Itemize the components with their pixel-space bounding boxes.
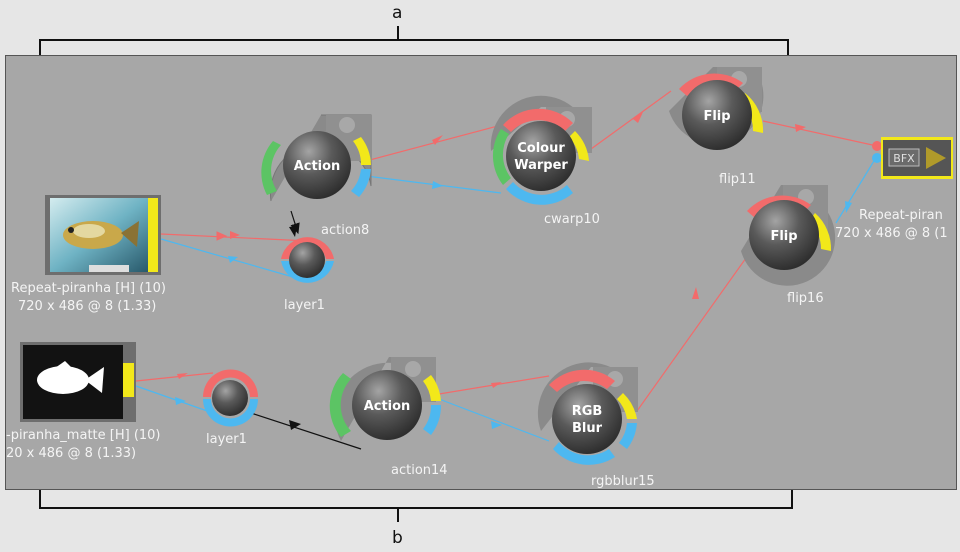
play-icon[interactable] bbox=[926, 147, 946, 169]
link-out-flip16-blue bbox=[835, 155, 878, 224]
output-name: Repeat-piran bbox=[859, 208, 943, 223]
node-cwarp10-title2: Warper bbox=[514, 158, 568, 173]
node-action14-label: action14 bbox=[391, 463, 448, 478]
link-clip2-layer1b-red bbox=[135, 372, 214, 382]
piranha-image bbox=[63, 221, 139, 272]
link-clip1-layer1-red bbox=[160, 233, 310, 242]
link-action8-cwarp-red bbox=[365, 122, 510, 162]
output-badge: BFX bbox=[893, 152, 915, 165]
callout-b: b bbox=[392, 528, 403, 548]
link-action14-rgbblur-blue bbox=[438, 398, 550, 442]
node-action8-title: Action bbox=[294, 159, 341, 174]
node-action14[interactable]: Action bbox=[329, 357, 442, 441]
bracket-b bbox=[39, 478, 793, 522]
output-node[interactable]: BFX bbox=[872, 137, 953, 179]
node-action8[interactable]: Action bbox=[261, 114, 372, 202]
link-layer1b-action14 bbox=[250, 412, 362, 450]
clip1-name: Repeat-piranha [H] (10) bbox=[11, 281, 166, 296]
links bbox=[135, 90, 878, 450]
node-layer1-top-label: layer1 bbox=[284, 298, 325, 313]
node-rgbblur15-label: rgbblur15 bbox=[591, 474, 655, 489]
node-action8-label: action8 bbox=[321, 223, 369, 238]
node-action14-title: Action bbox=[364, 399, 411, 414]
clip-node-piranha[interactable] bbox=[45, 195, 161, 275]
link-rgbblur-flip16-red bbox=[636, 250, 752, 412]
node-layer1-bottom-label: layer1 bbox=[206, 432, 247, 447]
link-layer1-action8 bbox=[290, 210, 300, 235]
callout-a: a bbox=[392, 3, 403, 23]
matte-image bbox=[37, 361, 104, 394]
node-flip11[interactable]: Flip bbox=[669, 67, 764, 150]
node-layer1-top[interactable] bbox=[281, 237, 334, 283]
node-flip16-label: flip16 bbox=[787, 291, 824, 306]
node-layer1-bottom[interactable] bbox=[203, 369, 258, 427]
link-flip11-out-red bbox=[762, 120, 878, 147]
node-flip11-title: Flip bbox=[703, 109, 730, 124]
node-rgbblur15-title2: Blur bbox=[572, 421, 603, 436]
clip2-resolution: 20 x 486 @ 8 (1.33) bbox=[6, 446, 136, 461]
node-rgbblur15[interactable]: RGB Blur bbox=[537, 362, 638, 465]
node-rgbblur15-title1: RGB bbox=[572, 404, 603, 419]
node-flip16[interactable]: Flip bbox=[741, 185, 836, 286]
clip-node-matte[interactable] bbox=[20, 342, 136, 422]
node-flip16-title: Flip bbox=[770, 229, 797, 244]
node-cwarp10[interactable]: Colour Warper bbox=[490, 95, 592, 205]
link-clip2-layer1b-blue bbox=[135, 385, 214, 414]
node-cwarp10-label: cwarp10 bbox=[544, 212, 600, 227]
link-cwarp-flip11-red bbox=[590, 90, 672, 150]
node-cwarp10-title1: Colour bbox=[517, 141, 565, 156]
node-flip11-label: flip11 bbox=[719, 172, 756, 187]
link-clip1-layer1-blue bbox=[160, 238, 294, 278]
clip1-resolution: 720 x 486 @ 8 (1.33) bbox=[18, 299, 156, 314]
output-resolution: 720 x 486 @ 8 (1 bbox=[835, 226, 948, 241]
schematic-canvas[interactable]: Repeat-piranha [H] (10) 720 x 486 @ 8 (1… bbox=[5, 55, 957, 490]
link-arrowheads bbox=[175, 112, 852, 430]
clip2-name: -piranha_matte [H] (10) bbox=[6, 428, 161, 443]
